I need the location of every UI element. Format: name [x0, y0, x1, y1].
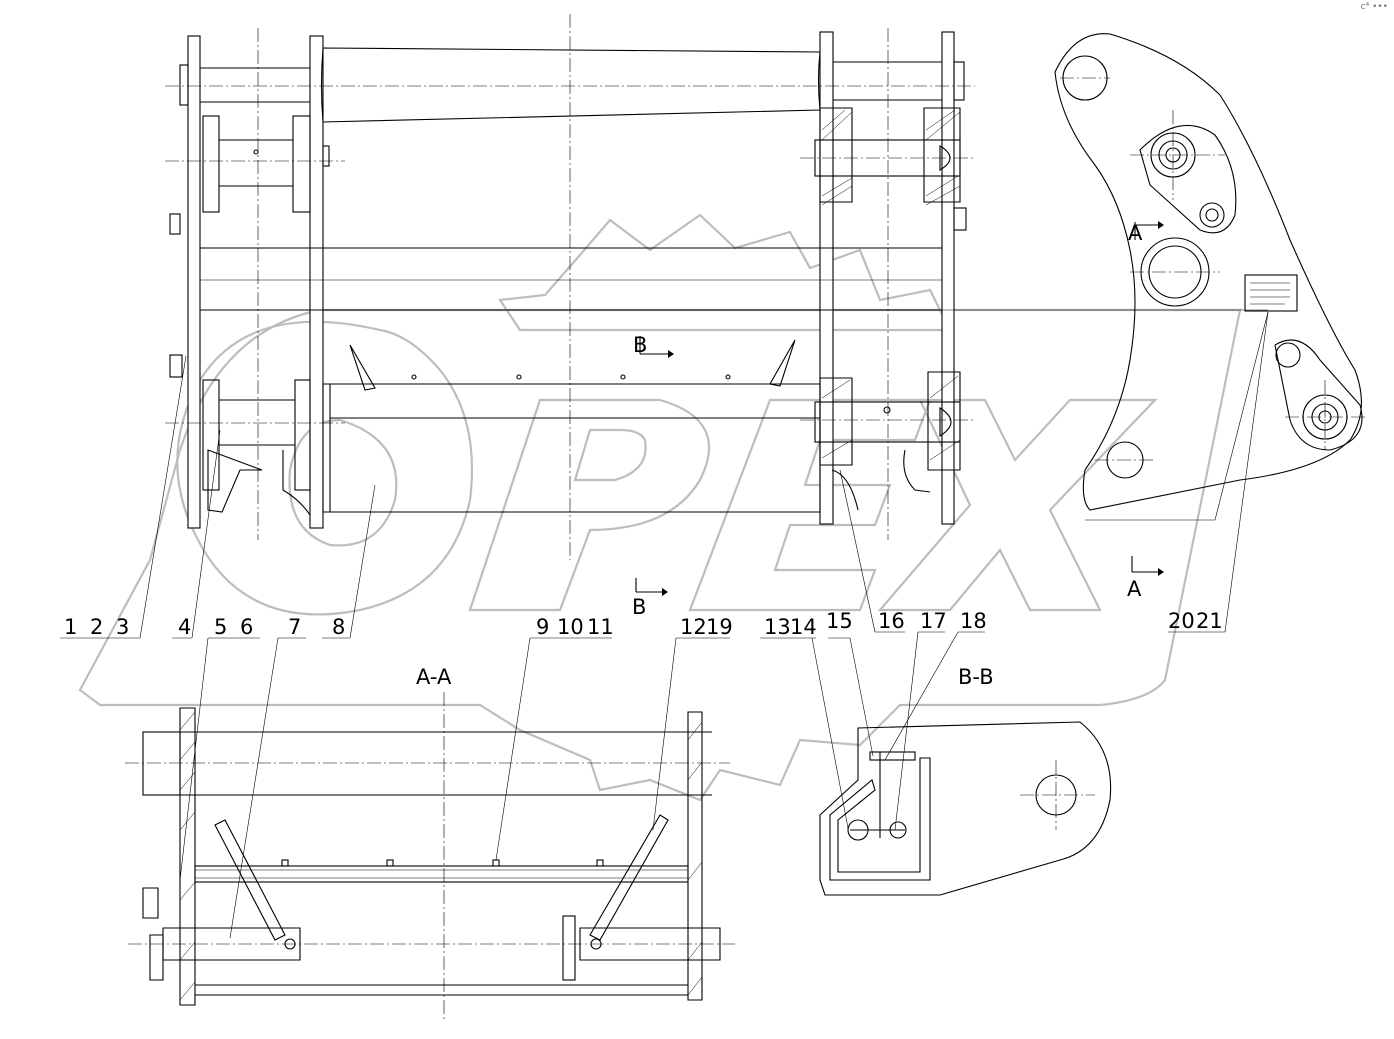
callout-15: 15 — [826, 609, 853, 633]
callout-5: 5 — [214, 615, 227, 639]
svg-text:B: B — [632, 595, 646, 619]
callout-7: 7 — [288, 615, 301, 639]
callout-11: 11 — [587, 615, 614, 639]
callout-20: 20 — [1168, 609, 1195, 633]
callout-8: 8 — [332, 615, 345, 639]
callout-9: 9 — [536, 615, 549, 639]
svg-text:A-A: A-A — [416, 665, 452, 689]
callout-17: 17 — [920, 609, 947, 633]
callout-3: 3 — [116, 615, 129, 639]
callout-12: 12 — [680, 615, 707, 639]
callout-4: 4 — [178, 615, 191, 639]
callout-18: 18 — [960, 609, 987, 633]
corner-mark: с⁴ ••• — [1360, 2, 1388, 12]
callout-1: 1 — [64, 615, 77, 639]
section-arrow-b-top: B — [633, 333, 674, 358]
callout-10: 10 — [557, 615, 584, 639]
leader-lines — [60, 309, 1269, 939]
section-arrow-a-bottom: A — [1127, 556, 1164, 601]
side-view-plate — [1054, 33, 1365, 511]
svg-text:A: A — [1128, 221, 1143, 245]
plan-view — [165, 14, 975, 560]
opex-watermark — [78, 213, 1242, 802]
section-arrow-a-top: A — [1128, 221, 1164, 245]
section-aa-view: A-A — [125, 665, 735, 1020]
callout-2: 2 — [90, 615, 103, 639]
svg-text:B: B — [633, 333, 647, 357]
svg-text:B-B: B-B — [958, 665, 994, 689]
section-bb-view: B-B — [819, 665, 1112, 896]
callout-13: 13 — [764, 615, 791, 639]
callout-19: 19 — [706, 615, 733, 639]
callout-21: 21 — [1196, 609, 1223, 633]
callout-labels: 1 2 3 4 5 6 7 8 9 10 11 12 19 13 14 15 1… — [64, 609, 1223, 639]
callout-6: 6 — [240, 615, 253, 639]
callout-14: 14 — [790, 615, 817, 639]
svg-text:A: A — [1127, 577, 1142, 601]
section-arrow-b-bottom: B — [632, 578, 668, 619]
callout-16: 16 — [878, 609, 905, 633]
